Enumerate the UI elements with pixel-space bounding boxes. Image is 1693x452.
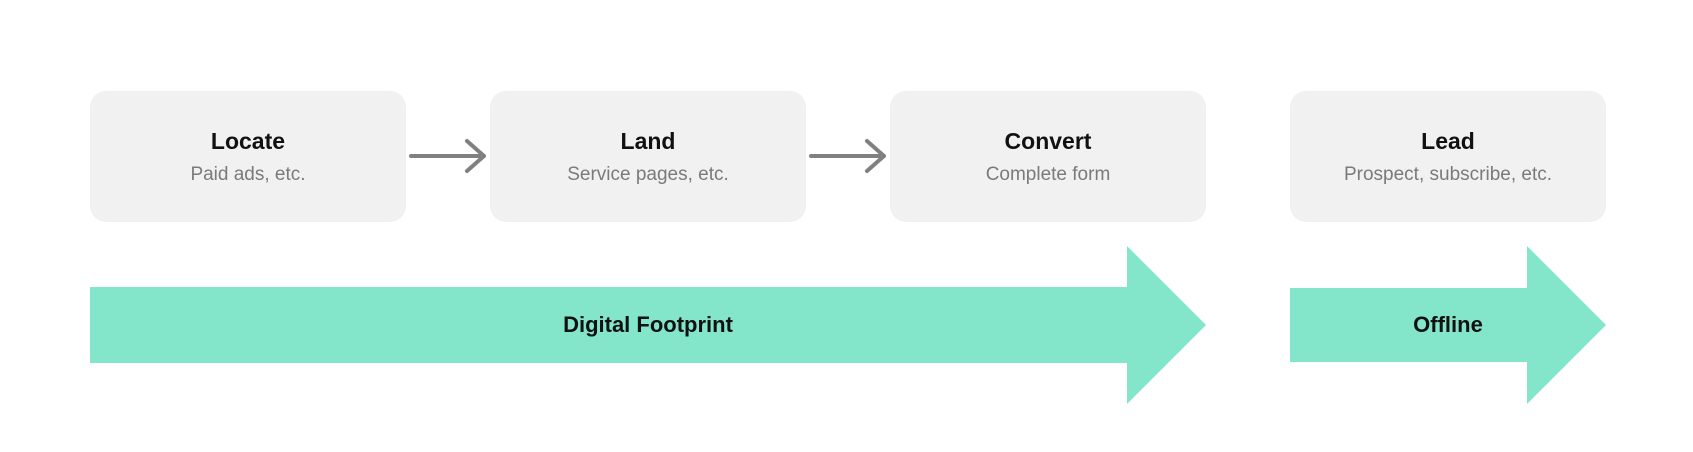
stage-box-lead: Lead Prospect, subscribe, etc. <box>1290 91 1606 222</box>
stage-box-convert: Convert Complete form <box>890 91 1206 222</box>
stage-title: Convert <box>1004 128 1092 154</box>
right-arrow-icon <box>409 139 486 173</box>
band-label: Offline <box>1413 312 1483 337</box>
stage-title: Lead <box>1421 128 1475 154</box>
stage-subtitle: Complete form <box>985 164 1111 185</box>
digital-footprint-arrow: Digital Footprint <box>90 246 1206 404</box>
offline-arrow: Offline <box>1290 246 1606 404</box>
stage-box-locate: Locate Paid ads, etc. <box>90 91 406 222</box>
stage-subtitle: Service pages, etc. <box>567 164 729 185</box>
stage-box-land: Land Service pages, etc. <box>490 91 806 222</box>
stage-title: Locate <box>210 128 286 154</box>
stage-subtitle: Paid ads, etc. <box>190 164 306 185</box>
stage-title: Land <box>620 128 676 154</box>
band-label: Digital Footprint <box>563 312 733 337</box>
right-arrow-icon <box>809 139 886 173</box>
stage-subtitle: Prospect, subscribe, etc. <box>1343 164 1553 185</box>
